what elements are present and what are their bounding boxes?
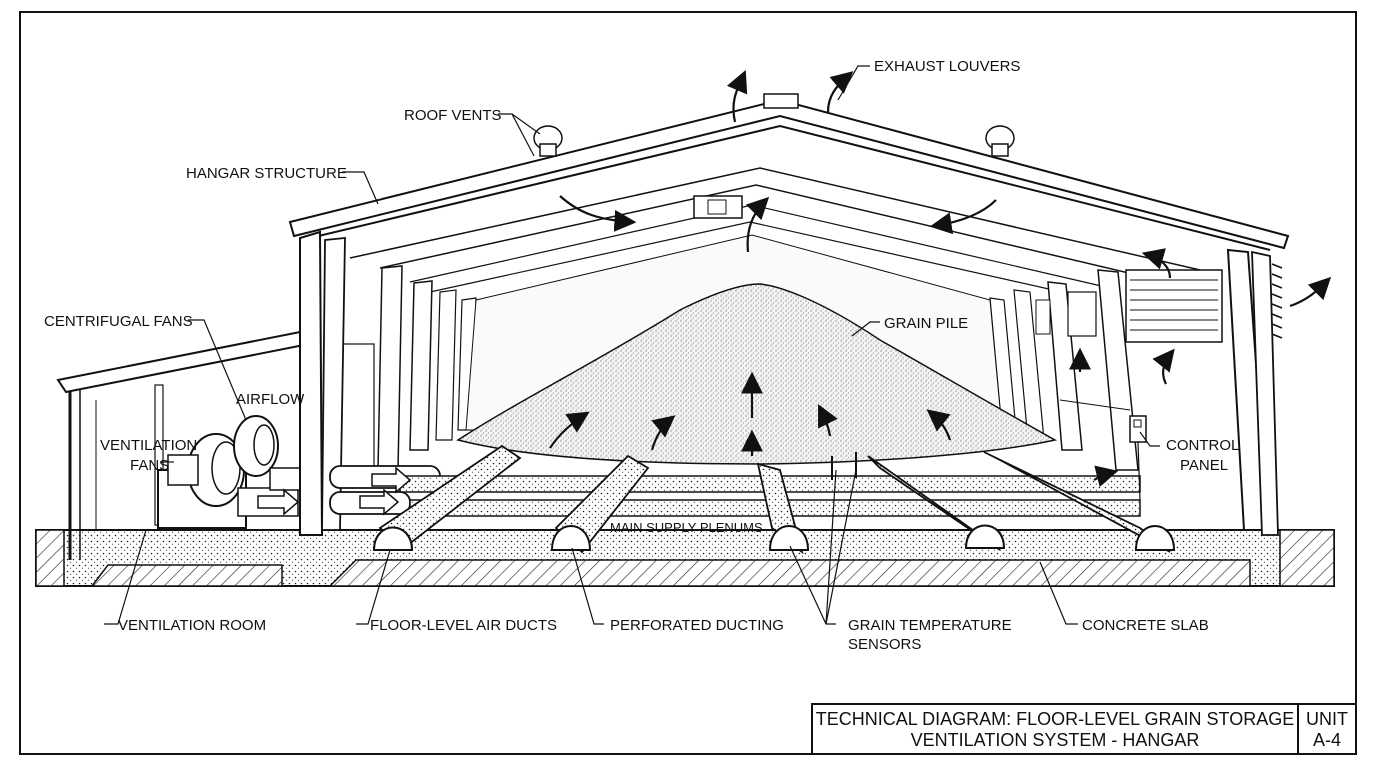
label-centrifugal-fans: CENTRIFUGAL FANS (44, 313, 193, 330)
concrete-slab (35, 529, 1335, 587)
label-floor-level-air-ducts: FLOOR-LEVEL AIR DUCTS (370, 617, 557, 634)
airflow-arrows (549, 69, 1332, 487)
supply-arrows (257, 466, 412, 516)
label-ventilation-fans-2: FANS (130, 457, 169, 474)
title-line-1: TECHNICAL DIAGRAM: FLOOR-LEVEL GRAIN STO… (816, 709, 1294, 729)
ventilation-room (56, 330, 375, 560)
leader-lines (104, 65, 1160, 625)
title-block: TECHNICAL DIAGRAM: FLOOR-LEVEL GRAIN STO… (811, 703, 1357, 755)
label-control-panel-2: PANEL (1180, 457, 1228, 474)
label-grain-pile: GRAIN PILE (884, 315, 968, 332)
label-grain-temperature-sensors-2: SENSORS (848, 636, 921, 653)
unit-value: A-4 (1313, 730, 1341, 750)
label-main-supply-plenums: MAIN SUPPLY PLENUMS (610, 520, 763, 535)
label-perforated-ducting: PERFORATED DUCTING (610, 617, 784, 634)
label-grain-temperature-sensors-1: GRAIN TEMPERATURE (848, 617, 1012, 634)
floor-level-air-ducts (329, 444, 1176, 555)
drawing-border (19, 11, 1357, 755)
label-exhaust-louvers: EXHAUST LOUVERS (874, 58, 1020, 75)
label-control-panel-1: CONTROL (1166, 437, 1239, 454)
roof-vents (533, 125, 1015, 157)
label-roof-vents: ROOF VENTS (404, 107, 502, 124)
label-airflow: AIRFLOW (236, 391, 305, 408)
unit-label: UNIT (1306, 709, 1348, 729)
grain-temperature-sensors (831, 452, 857, 480)
ceiling-exhaust-unit (693, 195, 743, 219)
title-line-2: VENTILATION SYSTEM - HANGAR (911, 730, 1200, 750)
label-ventilation-room: VENTILATION ROOM (118, 617, 266, 634)
label-ventilation-fans-1: VENTILATION (100, 437, 197, 454)
centrifugal-fans (157, 415, 311, 529)
label-hangar-structure: HANGAR STRUCTURE (186, 165, 347, 182)
label-concrete-slab: CONCRETE SLAB (1082, 617, 1209, 634)
